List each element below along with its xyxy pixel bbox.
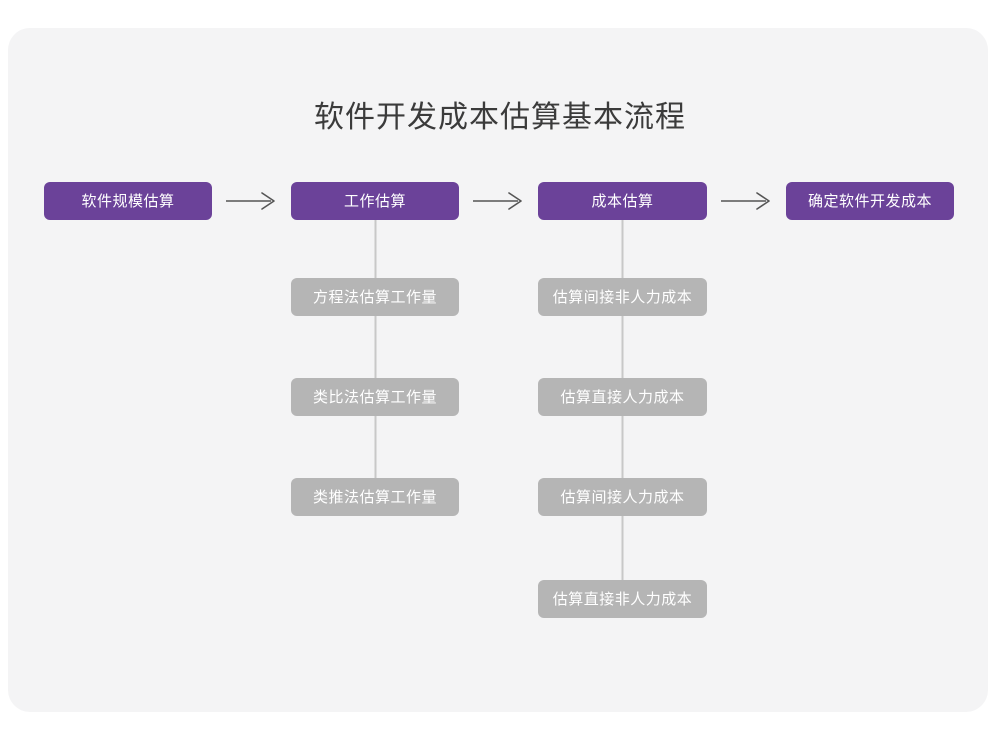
node-label: 估算直接人力成本 [560, 388, 685, 406]
node-label: 确定软件开发成本 [807, 192, 932, 210]
stage-node-determine-development-cost[interactable]: 确定软件开发成本 [786, 182, 954, 220]
arrow-right-icon [719, 189, 775, 213]
arrow-right-icon [471, 189, 527, 213]
branch-node-indirect-labor-cost[interactable]: 估算间接人力成本 [538, 478, 707, 516]
diagram-card-panel [8, 28, 988, 712]
branch-node-analogy-method-effort[interactable]: 类比法估算工作量 [291, 378, 459, 416]
branch-node-equation-method-effort[interactable]: 方程法估算工作量 [291, 278, 459, 316]
node-label: 类比法估算工作量 [312, 388, 437, 406]
arrow-right-icon [224, 189, 280, 213]
node-label: 成本估算 [591, 192, 654, 210]
branch-node-direct-labor-cost[interactable]: 估算直接人力成本 [538, 378, 707, 416]
node-label: 方程法估算工作量 [312, 288, 437, 306]
node-label: 估算间接非人力成本 [552, 288, 693, 306]
branch-node-indirect-nonlabor-cost[interactable]: 估算间接非人力成本 [538, 278, 707, 316]
node-label: 软件规模估算 [81, 192, 175, 210]
node-label: 估算间接人力成本 [560, 488, 685, 506]
stage-node-cost-estimation[interactable]: 成本估算 [538, 182, 707, 220]
branch-node-inference-method-effort[interactable]: 类推法估算工作量 [291, 478, 459, 516]
stage-node-software-size-estimation[interactable]: 软件规模估算 [44, 182, 212, 220]
branch-node-direct-nonlabor-cost[interactable]: 估算直接非人力成本 [538, 580, 707, 618]
node-label: 估算直接非人力成本 [552, 590, 693, 608]
node-label: 类推法估算工作量 [312, 488, 437, 506]
page-title: 软件开发成本估算基本流程 [314, 101, 686, 134]
node-label: 工作估算 [343, 192, 406, 210]
stage-node-effort-estimation[interactable]: 工作估算 [291, 182, 459, 220]
